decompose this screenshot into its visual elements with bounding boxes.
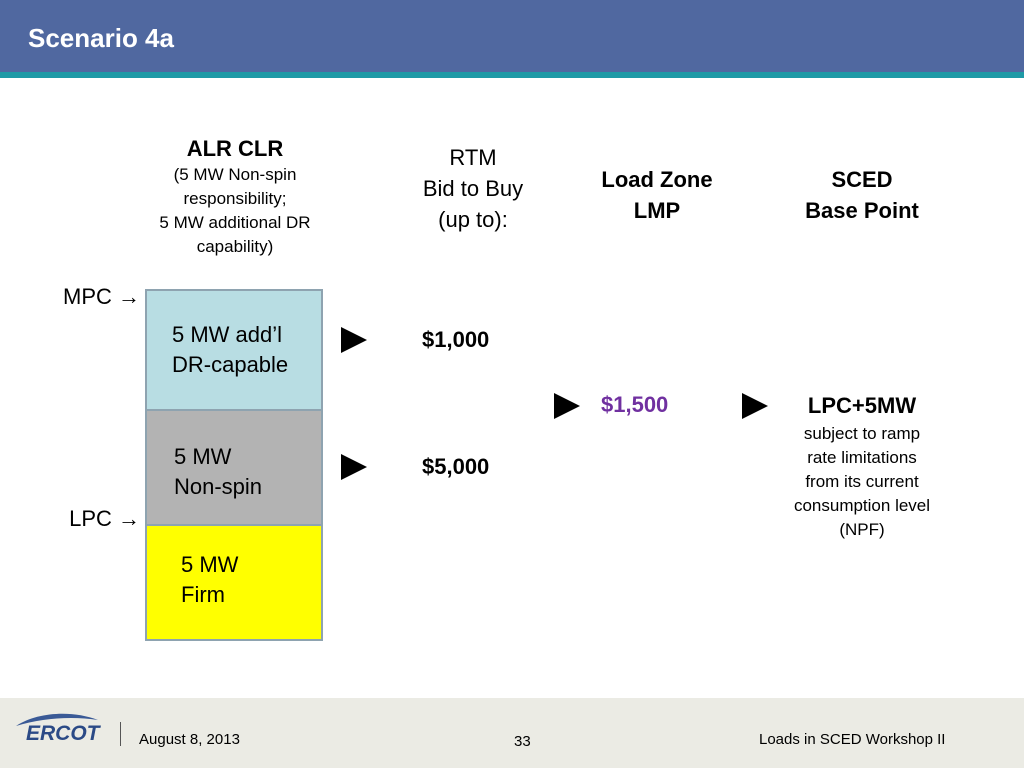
footer-date: August 8, 2013: [139, 731, 240, 748]
alr-subtext-line: responsibility;: [183, 189, 287, 208]
footer-divider: [120, 722, 121, 746]
alr-subtext: (5 MW Non-spin responsibility; 5 MW addi…: [135, 163, 335, 259]
base-point-line: (NPF): [839, 520, 885, 539]
rtm-heading-line: Bid to Buy: [422, 176, 524, 201]
alr-subtext-line: (5 MW Non-spin: [173, 165, 297, 184]
footer-bar: ERCOT August 8, 2013 33 Loads in SCED Wo…: [0, 698, 1024, 768]
block-firm: 5 MW Firm: [145, 524, 323, 641]
base-point-details: subject to ramp rate limitations from it…: [772, 422, 952, 542]
footer-page-number: 33: [514, 733, 531, 750]
arrow-right-icon: [742, 393, 768, 419]
base-point-line: from its current: [805, 472, 919, 491]
footer-event: Loads in SCED Workshop II: [759, 731, 946, 748]
block-non-spin: 5 MW Non-spin: [145, 409, 323, 526]
header-bar: Scenario 4a: [0, 0, 1024, 72]
base-point-heading: LPC+5MW: [807, 393, 917, 418]
block-non-spin-label: 5 MW Non-spin: [174, 442, 262, 502]
block-label-line: 5 MW: [181, 552, 239, 577]
bid-price-middle: $5,000: [422, 454, 490, 479]
lmp-heading-line: Load Zone: [601, 167, 713, 192]
block-dr-capable: 5 MW add’l DR-capable: [145, 289, 323, 411]
sced-heading-line: Base Point: [805, 198, 919, 223]
alr-subtext-line: capability): [196, 237, 274, 256]
ercot-logo: ERCOT: [12, 708, 102, 752]
base-point-line: subject to ramp: [803, 424, 921, 443]
bid-price-top: $1,000: [422, 327, 490, 352]
block-label-line: 5 MW: [174, 444, 232, 469]
arrow-right-icon: [554, 393, 580, 419]
arrow-right-icon: [341, 327, 367, 353]
arrow-right-icon: [341, 454, 367, 480]
mpc-marker: MPC →: [63, 284, 140, 309]
lpc-marker: LPC →: [69, 506, 140, 531]
slide-title: Scenario 4a: [28, 23, 174, 53]
block-label-line: 5 MW add’l: [172, 322, 283, 347]
ercot-swoosh-icon: [16, 713, 98, 726]
rtm-heading-line: RTM: [449, 145, 497, 170]
base-point-block: LPC+5MW subject to ramp rate limitations…: [772, 392, 952, 542]
sced-heading-line: SCED: [831, 167, 893, 192]
block-label-line: Non-spin: [174, 474, 263, 499]
base-point-line: rate limitations: [807, 448, 917, 467]
alr-heading: ALR CLR: [186, 136, 284, 161]
alr-heading-block: ALR CLR (5 MW Non-spin responsibility; 5…: [135, 135, 335, 259]
block-dr-capable-label: 5 MW add’l DR-capable: [172, 320, 288, 380]
alr-subtext-line: 5 MW additional DR: [159, 213, 311, 232]
block-firm-label: 5 MW Firm: [181, 550, 238, 610]
header-accent-line: [0, 72, 1024, 78]
base-point-line: consumption level: [793, 496, 931, 515]
lmp-heading: Load Zone LMP: [577, 164, 737, 226]
ercot-logo-text: ERCOT: [26, 722, 100, 745]
rtm-heading-line: (up to):: [438, 207, 508, 232]
block-label-line: DR-capable: [172, 352, 289, 377]
block-label-line: Firm: [181, 582, 225, 607]
lmp-heading-line: LMP: [633, 198, 681, 223]
lmp-value: $1,500: [601, 392, 669, 417]
sced-heading: SCED Base Point: [777, 164, 947, 226]
rtm-heading: RTM Bid to Buy (up to):: [393, 142, 553, 235]
